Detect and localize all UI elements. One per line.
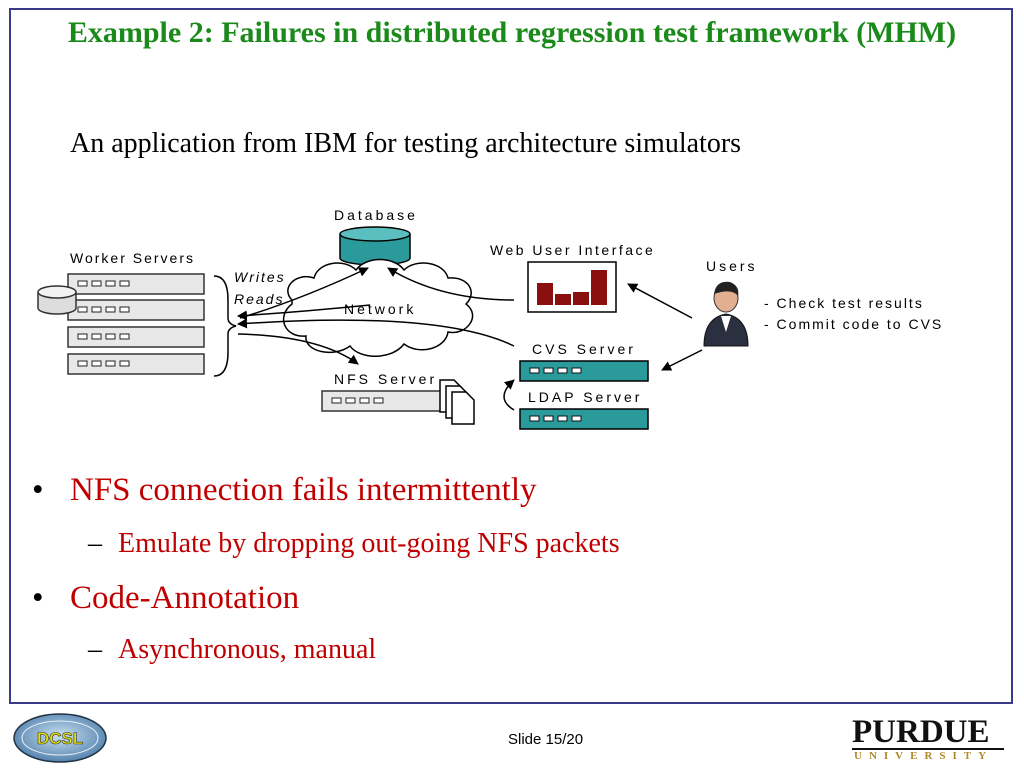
ldap-server-label: LDAP Server bbox=[528, 389, 642, 405]
sub-bullet-item: –Emulate by dropping out-going NFS packe… bbox=[88, 528, 620, 560]
sub-bullet-text: Emulate by dropping out-going NFS packet… bbox=[118, 528, 620, 559]
writes-label: Writes bbox=[234, 269, 286, 285]
bullet-dot: • bbox=[32, 472, 44, 508]
arrow-users-to-cvs bbox=[661, 349, 703, 371]
web-ui-chart-icon bbox=[527, 261, 617, 313]
worker-disk-icon bbox=[37, 285, 77, 315]
user-person-icon bbox=[703, 281, 749, 347]
sub-bullet-dash: – bbox=[88, 528, 102, 559]
bullet-dot: • bbox=[32, 580, 44, 616]
sub-bullet-text: Asynchronous, manual bbox=[118, 634, 377, 665]
worker-servers-label: Worker Servers bbox=[70, 250, 195, 266]
worker-bracket bbox=[213, 275, 237, 377]
arrow-ldap-to-cvs bbox=[503, 379, 515, 411]
bullet-text: Code-Annotation bbox=[70, 580, 300, 616]
diagram-arrows bbox=[237, 267, 703, 411]
bullet-text: NFS connection fails intermittently bbox=[70, 472, 537, 508]
network-cloud bbox=[282, 258, 474, 357]
sub-bullet-item: –Asynchronous, manual bbox=[88, 634, 376, 666]
user-task-check: - Check test results bbox=[764, 295, 924, 311]
users-label: Users bbox=[706, 258, 758, 274]
bullet-item: • NFS connection fails intermittently bbox=[32, 472, 537, 509]
worker-server-rack bbox=[67, 273, 205, 375]
dcsl-logo: DCSL bbox=[13, 713, 107, 763]
network-label: Network bbox=[344, 301, 416, 317]
purdue-rule bbox=[852, 748, 1004, 750]
web-ui-label: Web User Interface bbox=[490, 242, 655, 258]
slide-number: Slide 15/20 bbox=[508, 731, 584, 748]
purdue-logo: PURDUE UNIVERSITY bbox=[848, 712, 1008, 764]
slide-title: Example 2: Failures in distributed regre… bbox=[67, 16, 957, 49]
bullet-item: • Code-Annotation bbox=[32, 580, 299, 617]
purdue-university-text: UNIVERSITY bbox=[854, 750, 994, 762]
ldap-server-box bbox=[519, 408, 649, 430]
slide-frame bbox=[9, 8, 1013, 704]
arrow-workers-to-db bbox=[239, 267, 369, 319]
cvs-server-label: CVS Server bbox=[532, 341, 636, 357]
sub-bullet-dash: – bbox=[88, 634, 102, 665]
database-label: Database bbox=[334, 207, 418, 223]
arrow-cvs-to-workers bbox=[237, 318, 515, 347]
arrow-web-to-db bbox=[387, 267, 515, 301]
files-icon bbox=[439, 379, 475, 425]
purdue-wordmark: PURDUE bbox=[852, 714, 990, 750]
cvs-server-box bbox=[519, 360, 649, 382]
database-icon bbox=[339, 226, 411, 266]
reads-label: Reads bbox=[234, 291, 284, 307]
nfs-server-box bbox=[321, 390, 457, 412]
svg-text:DCSL: DCSL bbox=[37, 729, 83, 748]
architecture-diagram: Worker Servers Writes Reads Database Net… bbox=[37, 207, 943, 430]
nfs-server-label: NFS Server bbox=[334, 371, 437, 387]
arrow-workers-to-nfs bbox=[237, 333, 359, 365]
arrow-users-to-web bbox=[627, 283, 693, 319]
arrow-network-to-workers bbox=[237, 304, 371, 321]
user-task-commit: - Commit code to CVS bbox=[764, 316, 943, 332]
slide-subtitle: An application from IBM for testing arch… bbox=[70, 128, 742, 159]
